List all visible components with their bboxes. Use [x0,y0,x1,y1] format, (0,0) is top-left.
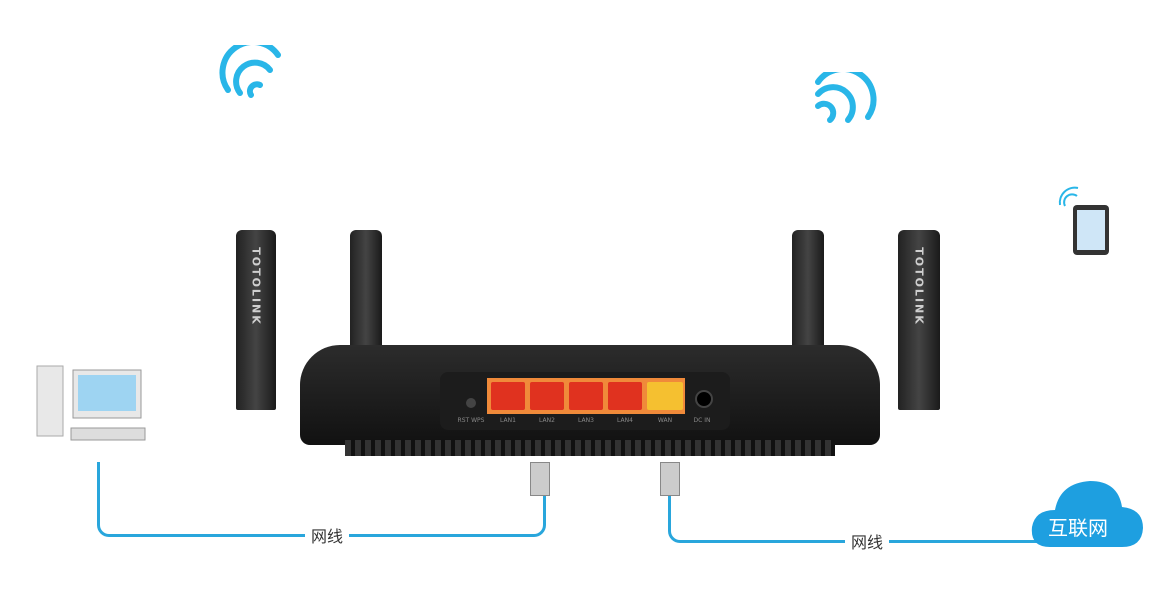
antenna: TOTOLINK [898,230,940,410]
brand-label: TOTOLINK [912,247,926,326]
lan2-port [530,382,564,410]
wifi-signal-icon [815,72,877,123]
cloud-icon [1031,481,1143,547]
lan4-port [608,382,642,410]
port-label: LAN4 [617,417,633,424]
power-jack [695,390,713,408]
router-vents [345,440,835,456]
wifi-signal-icon [219,45,281,98]
port-label: LAN2 [539,417,555,424]
desktop-computer-icon [36,365,146,441]
brand-label: TOTOLINK [249,247,263,326]
cable-label: 网线 [845,529,890,553]
tablet-device [1050,180,1120,264]
cable-label: 网线 [305,523,350,547]
cloud-label: 互联网 [1048,516,1108,540]
power-label: DC IN [693,417,711,424]
reset-wps-button [466,398,476,408]
rj45-plug-icon [530,462,550,496]
button-label: RST WPS [457,417,485,424]
lan1-port [491,382,525,410]
port-label: LAN1 [500,417,516,424]
port-label: LAN3 [578,417,594,424]
tablet-wifi-icon [1058,186,1109,255]
wan-port [647,382,683,410]
antenna: TOTOLINK [236,230,276,410]
internet-cloud: 互联网 [1030,475,1145,550]
port-label: WAN [657,417,673,424]
lan3-port [569,382,603,410]
rj45-plug-icon [660,462,680,496]
